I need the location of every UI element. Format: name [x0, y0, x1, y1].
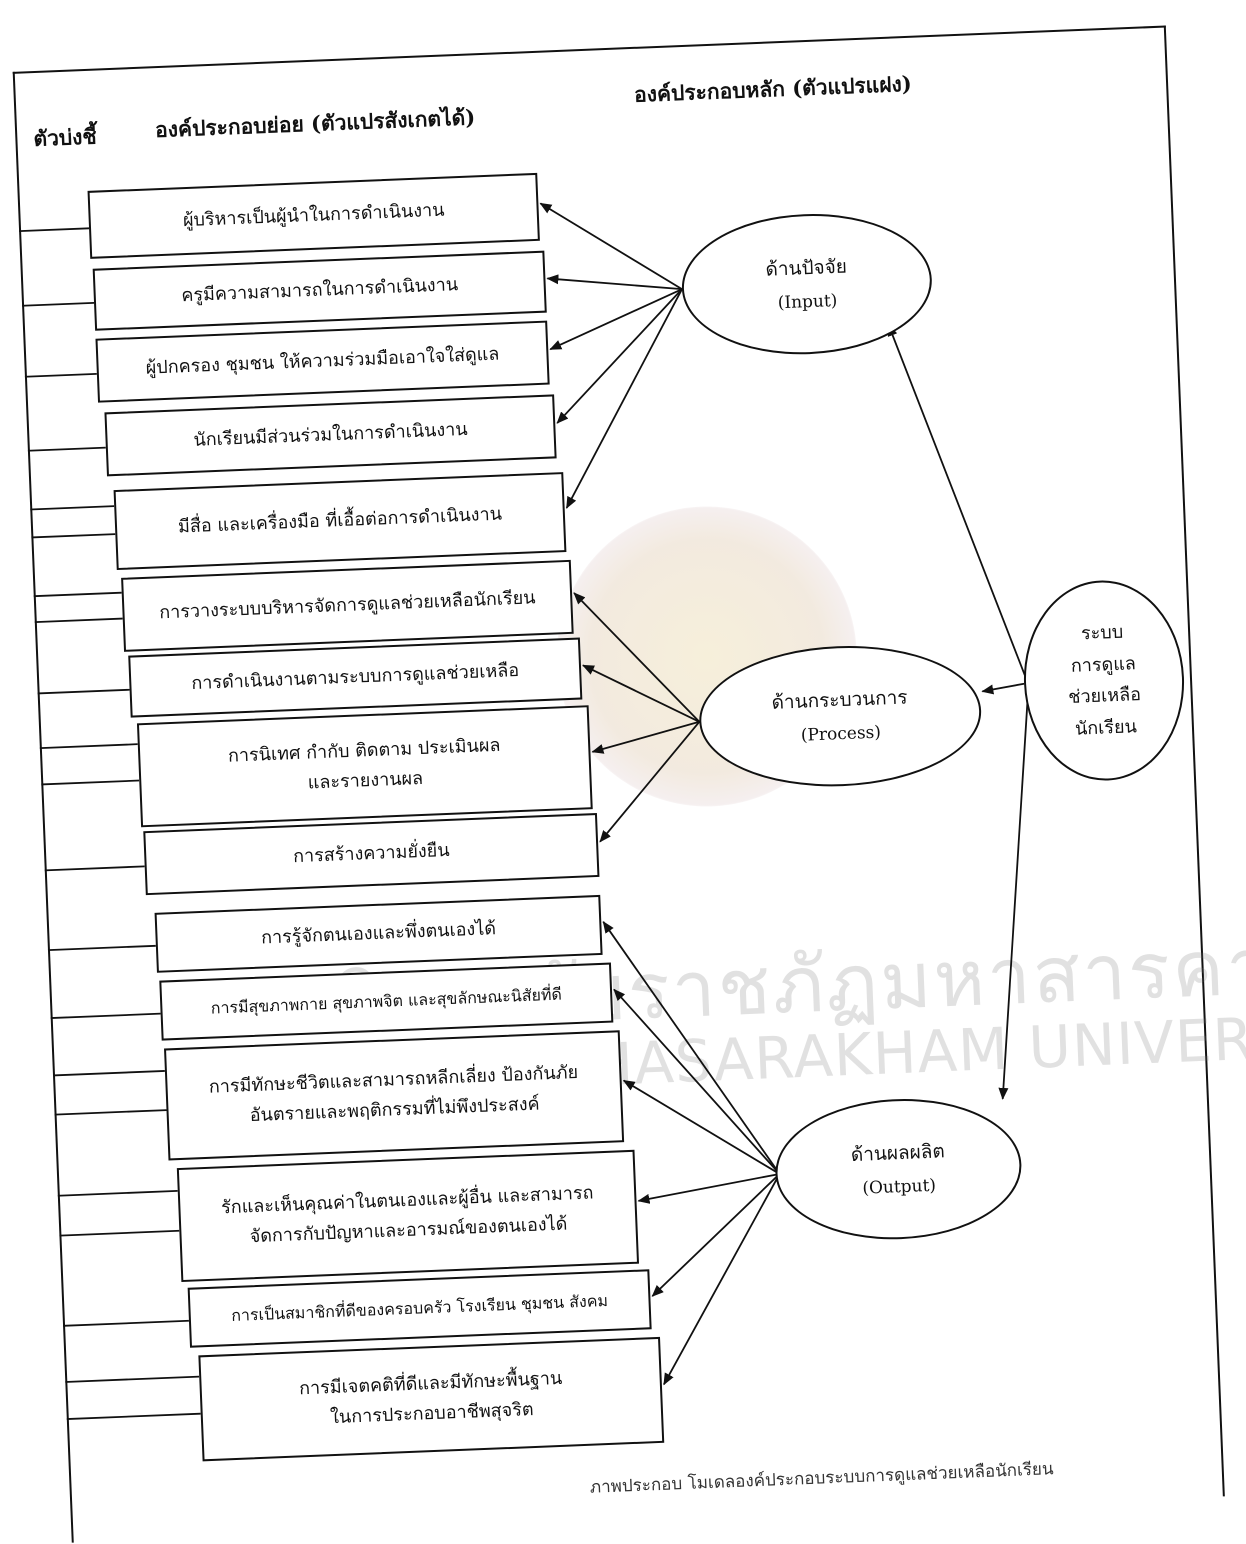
- latent-input-title: ด้านปัจจัย: [765, 255, 848, 281]
- observed-variable-text: การวางระบบบริหารจัดการดูแลช่วยเหลือนักเร…: [158, 587, 536, 624]
- indicator-tick-line: [37, 688, 130, 695]
- loading-arrow: [602, 920, 781, 1175]
- root-line-4: นักเรียน: [1074, 715, 1138, 740]
- loading-arrow: [573, 592, 700, 723]
- latent-input-sub: (Input): [777, 290, 838, 314]
- indicator-tick-line: [50, 1012, 161, 1019]
- root-to-input-arrow: [887, 323, 1029, 684]
- loading-arrow: [591, 720, 700, 754]
- latent-output-sub: (Output): [861, 1175, 937, 1199]
- indicator-tick-line: [31, 533, 116, 539]
- root-to-output-arrow: [998, 688, 1030, 1100]
- indicator-tick-line: [41, 779, 140, 786]
- loading-arrow: [582, 664, 700, 723]
- indicator-tick-line: [59, 1229, 180, 1237]
- indicator-tick-line: [33, 591, 122, 598]
- latent-output-title: ด้านผลผลิต: [850, 1140, 946, 1166]
- loading-arrow: [651, 1173, 781, 1297]
- indicator-tick-line: [65, 1375, 200, 1383]
- indicator-tick-line: [34, 617, 123, 623]
- diagram-page: ตัวบ่งชี้ องค์ประกอบย่อย (ตัวแปรสังเกตได…: [12, 25, 1246, 1543]
- indicator-tick-line: [47, 944, 156, 952]
- diagram-frame-wrap: ตัวบ่งชี้ องค์ประกอบย่อย (ตัวแปรสังเกตได…: [12, 25, 1246, 1543]
- loading-arrow: [565, 288, 683, 509]
- loading-arrow: [546, 274, 683, 291]
- observed-variable-text: นักเรียนมีส่วนร่วมในการดำเนินงาน: [193, 419, 468, 452]
- latent-process-sub: (Process): [800, 722, 882, 746]
- observed-variable-text: การสร้างความยั่งยืน: [292, 840, 450, 868]
- indicator-tick-line: [24, 372, 97, 378]
- loading-arrow: [556, 288, 683, 424]
- loading-arrow: [539, 202, 683, 290]
- observed-variable-box: การมีเจตคติที่ดีและมีทักษะพื้นฐานในการปร…: [198, 1336, 665, 1462]
- indicator-tick-line: [66, 1412, 201, 1420]
- loading-arrow: [599, 721, 701, 843]
- observed-variable-text: มีสื่อ และเครื่องมือ ที่เอื้อต่อการดำเนิ…: [177, 503, 503, 538]
- observed-variable-text: ผู้ปกครอง ชุมชน ให้ความร่วมมือเอาใจใส่ดู…: [145, 343, 500, 379]
- loading-arrow: [613, 988, 781, 1175]
- indicator-tick-line: [19, 227, 90, 233]
- indicator-tick-line: [39, 743, 138, 749]
- root-line-1: ระบบ: [1080, 621, 1124, 645]
- connector-lines: [19, 202, 1030, 1420]
- loading-arrow: [663, 1173, 781, 1386]
- indicator-tick-line: [57, 1190, 178, 1197]
- root-to-process-arrow: [981, 682, 1025, 695]
- observed-variable-box: รักและเห็นคุณค่าในตนเองและผู้อื่น และสาม…: [176, 1149, 640, 1283]
- observed-variable-text: การรู้จักตนเองและพึ่งตนเองได้: [260, 918, 497, 949]
- loading-arrow: [637, 1173, 780, 1204]
- loading-arrow: [549, 288, 683, 351]
- observed-variable-text: การเป็นสมาชิกที่ดีของครอบครัว โรงเรียน ช…: [230, 1290, 609, 1325]
- observed-variable-box: การมีทักษะชีวิตและสามารถหลีกเลี่ยง ป้องก…: [164, 1030, 625, 1161]
- indicator-tick-line: [54, 1109, 167, 1116]
- observed-variable-text: การดำเนินงานตามระบบการดูแลช่วยเหลือ: [190, 660, 520, 695]
- observed-variable-box: การนิเทศ กำกับ ติดตาม ประเมินผลและรายงาน…: [136, 705, 593, 828]
- observed-variable-text: ครูมีความสามารถในการดำเนินงาน: [180, 274, 459, 307]
- indicator-tick-line: [44, 865, 145, 872]
- indicator-tick-line: [52, 1070, 165, 1077]
- observed-variable-text: ผู้บริหารเป็นผู้นำในการดำเนินงาน: [182, 199, 445, 232]
- indicator-tick-line: [63, 1319, 189, 1327]
- indicator-tick-line: [30, 505, 115, 511]
- loading-arrow: [622, 1079, 781, 1175]
- indicator-tick-line: [22, 301, 95, 307]
- root-line-2: การดูแล: [1070, 652, 1137, 677]
- indicator-tick-line: [27, 446, 106, 452]
- observed-variable-text: การมีสุขภาพกาย สุขภาพจิต และสุขลักษณะนิส…: [210, 984, 563, 1018]
- root-line-3: ช่วยเหลือ: [1067, 684, 1142, 708]
- observed-variable-text: และรายงานผล: [307, 767, 424, 794]
- latent-process-title: ด้านกระบวนการ: [771, 686, 908, 714]
